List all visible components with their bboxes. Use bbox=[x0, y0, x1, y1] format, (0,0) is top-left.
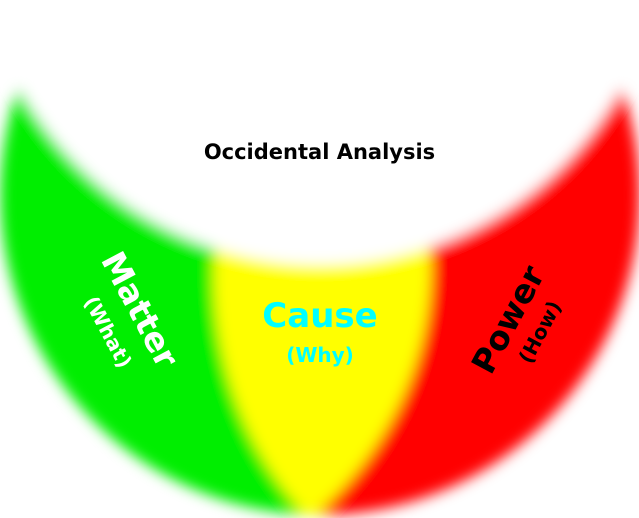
cause-sublabel: (Why) bbox=[286, 343, 354, 367]
cause-segment bbox=[213, 240, 432, 515]
diagram-title: Occidental Analysis bbox=[203, 140, 436, 164]
cause-label: Cause bbox=[262, 296, 378, 336]
analysis-circle bbox=[0, 0, 639, 265]
